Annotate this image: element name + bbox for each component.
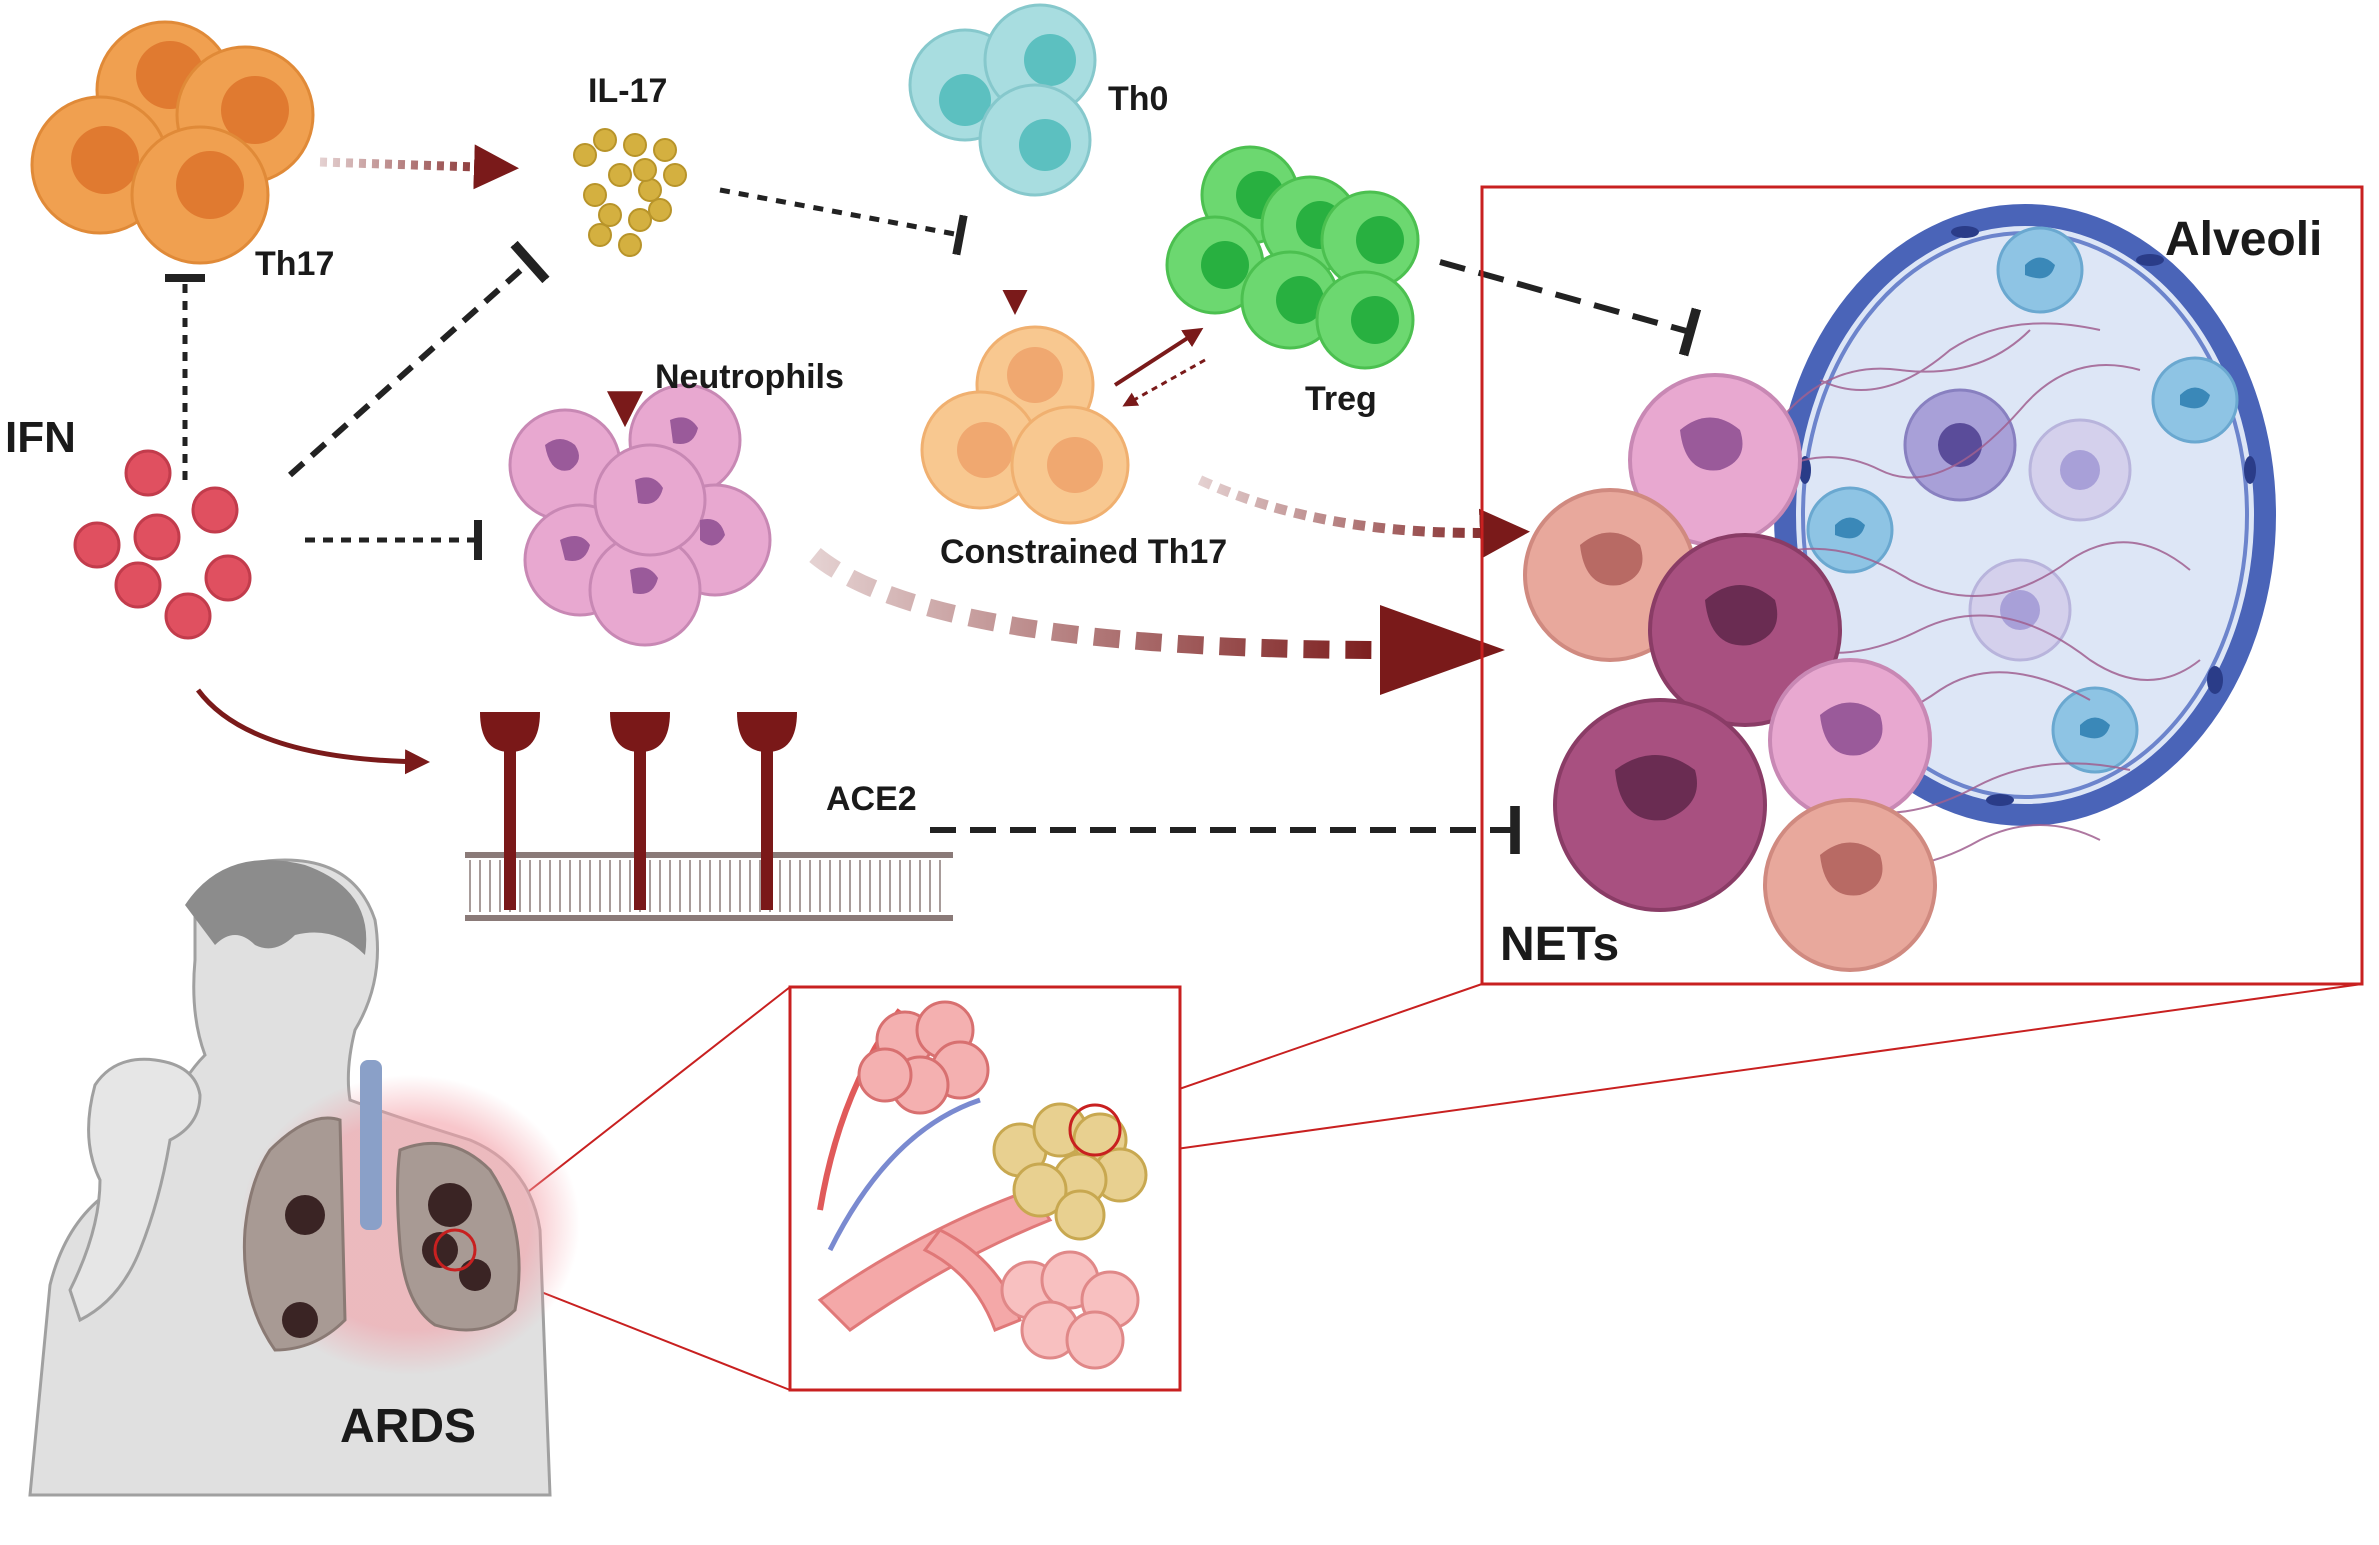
th17-to-il17-arrow [319, 144, 519, 190]
ifn-inhibits-il17-line [288, 240, 550, 478]
alveolar-sac-illustration [817, 1000, 1148, 1370]
th0-cell-cluster [908, 3, 1097, 197]
ace2-label: ACE2 [826, 780, 917, 818]
alveolar-macrophages [1806, 226, 2239, 774]
patient-figure [28, 858, 580, 1497]
il17-particles [573, 128, 687, 257]
ifn-particles [73, 449, 252, 640]
alveoli-label: Alveoli [2165, 213, 2322, 266]
ifn-to-ace2-arrow [195, 688, 430, 775]
neutrophils-to-nets-arrow [809, 548, 1391, 659]
treg-cell-cluster [1165, 145, 1420, 370]
nets-zoom-box [1480, 185, 2364, 986]
treg-to-constrained-arrow [1122, 358, 1206, 407]
neutrophils-to-nets-arrowhead [1380, 605, 1505, 695]
neutrophils-label: Neutrophils [655, 358, 844, 396]
net-neutrophils [1523, 373, 1937, 972]
neutrophil-cluster [508, 383, 772, 647]
cell-membrane [465, 852, 953, 921]
constrained-th17-cluster [920, 325, 1130, 525]
zoom-line [1132, 983, 1483, 1106]
constrained-th17-label: Constrained Th17 [940, 533, 1227, 571]
constrained-to-treg-arrow [1113, 327, 1204, 387]
ards-label: ARDS [340, 1400, 476, 1453]
constrained-to-nets-arrow [1197, 475, 1530, 559]
th17-cell-cluster [30, 20, 315, 265]
alveolus [1774, 204, 2276, 826]
ace2-receptor [737, 712, 797, 910]
th17-label: Th17 [255, 245, 334, 283]
il17-label: IL-17 [588, 72, 667, 110]
ace2-receptor [480, 712, 540, 910]
ifn-label: IFN [5, 413, 76, 462]
il17-inhibits-th0-line [719, 187, 968, 256]
alveolar-cells [1903, 388, 2132, 662]
treg-label: Treg [1305, 380, 1377, 418]
nets-label: NETs [1500, 918, 1619, 971]
zoom-line [1132, 983, 2363, 1156]
th0-label: Th0 [1108, 80, 1168, 118]
ace2-receptor [610, 712, 670, 910]
treg-inhibits-nets-line [1439, 259, 1702, 357]
